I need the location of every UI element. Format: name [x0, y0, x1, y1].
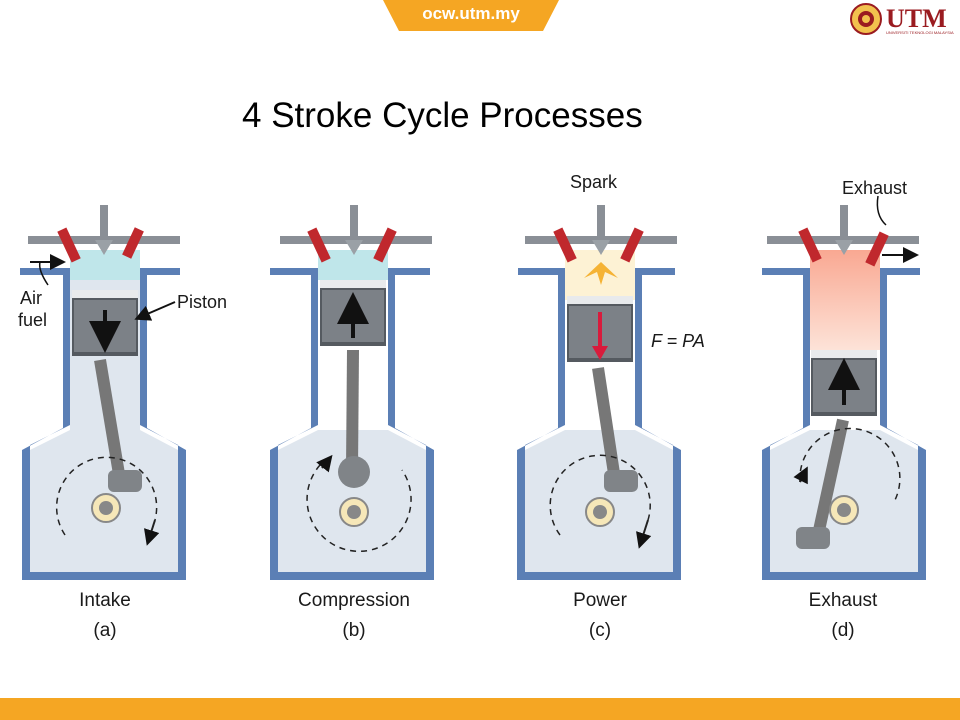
- stroke-letter: (b): [284, 620, 424, 642]
- stroke-name: Intake: [50, 590, 160, 612]
- bottom-accent-bar: [0, 698, 960, 720]
- stroke-letter: (d): [788, 620, 898, 642]
- exhaust-pointer: [877, 196, 886, 225]
- stroke-letter: (a): [50, 620, 160, 642]
- stroke-name: Power: [545, 590, 655, 612]
- piston-label: Piston: [177, 292, 227, 313]
- exhaust-top-label: Exhaust: [842, 178, 907, 199]
- stroke-name: Compression: [284, 590, 424, 612]
- stroke-name: Exhaust: [788, 590, 898, 612]
- cylinder-exhaust: [762, 205, 926, 580]
- stroke-letter: (c): [545, 620, 655, 642]
- force-label: F = PA: [651, 331, 705, 352]
- fuel-label: fuel: [18, 310, 47, 331]
- air-label: Air: [20, 288, 42, 309]
- cylinder-power: [517, 205, 681, 580]
- cylinder-compression: [270, 205, 434, 580]
- spark-label: Spark: [570, 172, 617, 193]
